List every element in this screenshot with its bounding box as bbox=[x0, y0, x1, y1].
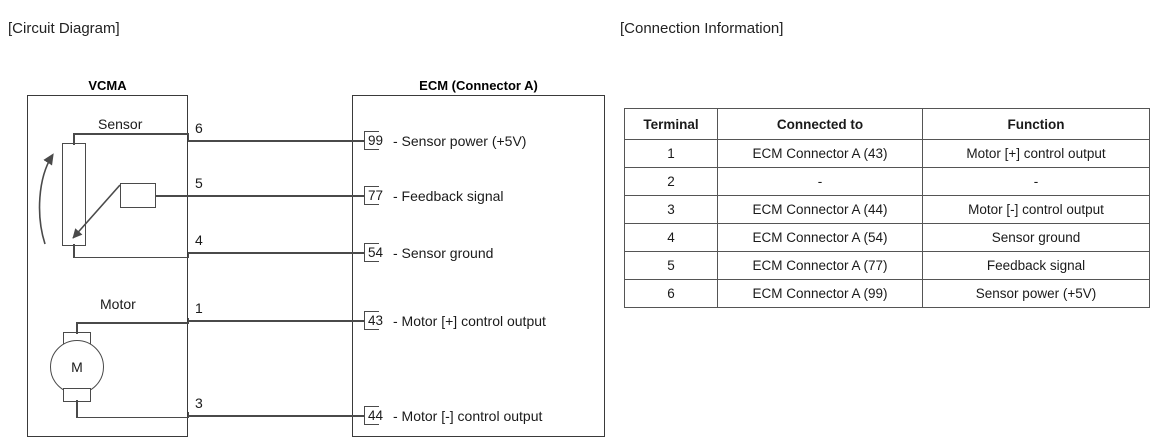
terminal-bracket-icon: 99 bbox=[364, 131, 383, 150]
terminal-bracket-icon: 43 bbox=[364, 311, 383, 330]
wire-pin-1 bbox=[188, 320, 364, 322]
potentiometer-bottom-join bbox=[187, 252, 189, 258]
cell-function: - bbox=[922, 167, 1150, 196]
table-row: 2 - - bbox=[624, 167, 1150, 196]
wire-pin-3 bbox=[188, 415, 364, 417]
table-header-row: Terminal Connected to Function bbox=[624, 108, 1150, 140]
cell-function: Sensor power (+5V) bbox=[922, 279, 1150, 308]
table-row: 5 ECM Connector A (77) Feedback signal bbox=[624, 251, 1150, 280]
terminal-bracket-icon: 54 bbox=[364, 243, 383, 262]
table-row: 1 ECM Connector A (43) Motor [+] control… bbox=[624, 139, 1150, 168]
ecm-terminal-77: 77 - Feedback signal bbox=[364, 186, 504, 205]
column-header-connected-to: Connected to bbox=[717, 108, 923, 140]
terminal-bracket-icon: 44 bbox=[364, 406, 383, 425]
motor-top-wire bbox=[76, 322, 189, 324]
pin-number-3: 3 bbox=[195, 395, 203, 411]
wire-pin-5 bbox=[188, 195, 364, 197]
ecm-terminal-43: 43 - Motor [+] control output bbox=[364, 311, 546, 330]
ecm-terminal-99: 99 - Sensor power (+5V) bbox=[364, 131, 526, 150]
cell-connected-to: ECM Connector A (43) bbox=[717, 139, 923, 168]
cell-terminal: 4 bbox=[624, 223, 718, 252]
potentiometer-wiper-wire bbox=[155, 195, 189, 197]
sensor-label: Sensor bbox=[98, 116, 143, 132]
terminal-description: - Motor [+] control output bbox=[393, 312, 546, 329]
cell-connected-to: ECM Connector A (77) bbox=[717, 251, 923, 280]
motor-bottom-wire bbox=[76, 416, 189, 418]
terminal-number: 99 bbox=[368, 133, 384, 148]
motor-top-lead bbox=[76, 322, 78, 334]
vcma-box bbox=[27, 95, 188, 437]
rotation-arrow-icon bbox=[38, 153, 54, 245]
potentiometer-bottom-wire bbox=[73, 256, 189, 258]
cell-function: Motor [-] control output bbox=[922, 195, 1150, 224]
potentiometer-top-lead bbox=[73, 133, 75, 145]
motor-symbol-icon: M bbox=[50, 340, 104, 394]
motor-bottom-lead bbox=[76, 400, 78, 418]
cell-function: Motor [+] control output bbox=[922, 139, 1150, 168]
terminal-number: 54 bbox=[368, 245, 384, 260]
connection-table: Terminal Connected to Function 1 ECM Con… bbox=[624, 108, 1150, 308]
column-header-terminal: Terminal bbox=[624, 108, 718, 140]
terminal-number: 77 bbox=[368, 188, 384, 203]
circuit-diagram-caption: [Circuit Diagram] bbox=[8, 20, 120, 37]
motor-label: Motor bbox=[100, 296, 136, 312]
terminal-number: 44 bbox=[368, 408, 384, 423]
wiper-linkage-arrow-icon bbox=[72, 184, 121, 239]
cell-terminal: 3 bbox=[624, 195, 718, 224]
ecm-box bbox=[352, 95, 605, 437]
cell-connected-to: ECM Connector A (44) bbox=[717, 195, 923, 224]
cell-terminal: 2 bbox=[624, 167, 718, 196]
cell-function: Sensor ground bbox=[922, 223, 1150, 252]
potentiometer-top-wire bbox=[73, 133, 189, 135]
table-row: 4 ECM Connector A (54) Sensor ground bbox=[624, 223, 1150, 252]
table-row: 3 ECM Connector A (44) Motor [-] control… bbox=[624, 195, 1150, 224]
pin-number-4: 4 bbox=[195, 232, 203, 248]
cell-connected-to: ECM Connector A (54) bbox=[717, 223, 923, 252]
vcma-box-title: VCMA bbox=[88, 78, 127, 93]
wire-pin-4 bbox=[188, 252, 364, 254]
pin-number-6: 6 bbox=[195, 120, 203, 136]
cell-connected-to: - bbox=[717, 167, 923, 196]
terminal-description: - Sensor ground bbox=[393, 244, 494, 261]
pin-number-1: 1 bbox=[195, 300, 203, 316]
potentiometer-top-join bbox=[187, 133, 189, 141]
ecm-box-title: ECM (Connector A) bbox=[419, 78, 538, 93]
terminal-description: - Sensor power (+5V) bbox=[393, 132, 527, 149]
potentiometer-bottom-lead bbox=[73, 244, 75, 258]
cell-terminal: 6 bbox=[624, 279, 718, 308]
terminal-number: 43 bbox=[368, 313, 384, 328]
cell-terminal: 5 bbox=[624, 251, 718, 280]
cell-terminal: 1 bbox=[624, 139, 718, 168]
terminal-bracket-icon: 77 bbox=[364, 186, 383, 205]
column-header-function: Function bbox=[922, 108, 1150, 140]
wire-pin-6 bbox=[188, 140, 364, 142]
terminal-description: - Motor [-] control output bbox=[393, 407, 543, 424]
ecm-terminal-54: 54 - Sensor ground bbox=[364, 243, 493, 262]
table-row: 6 ECM Connector A (99) Sensor power (+5V… bbox=[624, 279, 1150, 308]
terminal-description: - Feedback signal bbox=[393, 187, 504, 204]
cell-function: Feedback signal bbox=[922, 251, 1150, 280]
connection-information-caption: [Connection Information] bbox=[620, 20, 784, 37]
ecm-terminal-44: 44 - Motor [-] control output bbox=[364, 406, 542, 425]
pin-number-5: 5 bbox=[195, 175, 203, 191]
cell-connected-to: ECM Connector A (99) bbox=[717, 279, 923, 308]
